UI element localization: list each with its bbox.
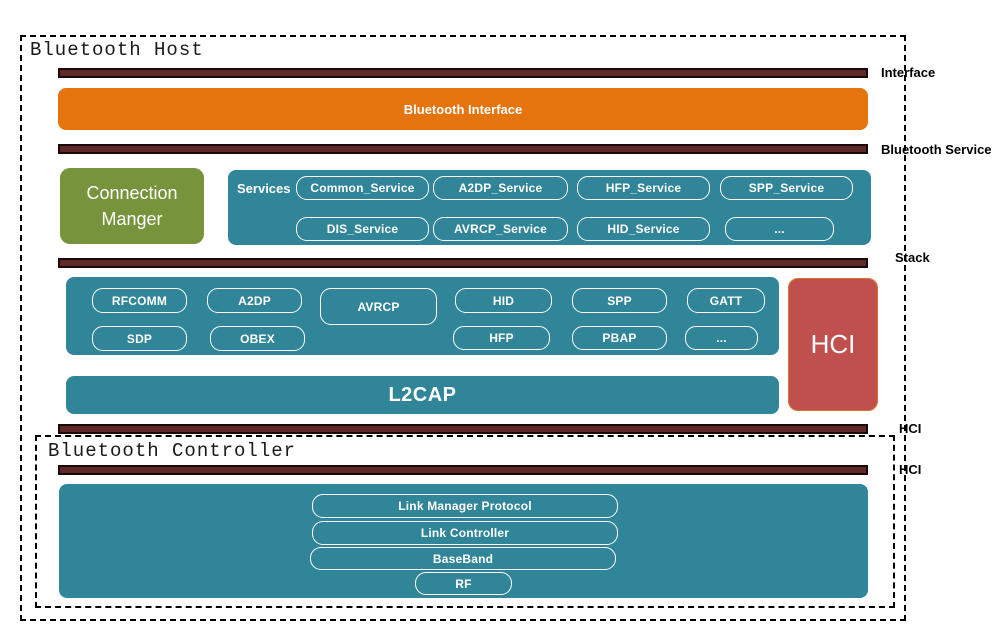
protocol-pill-avrcp: AVRCP xyxy=(320,288,437,325)
hci-bus-bar-host xyxy=(58,424,868,434)
connection-manager-box: Connection Manger xyxy=(60,168,204,244)
bluetooth-service-bus-bar xyxy=(58,144,868,154)
bluetooth-controller-title: Bluetooth Controller xyxy=(48,440,297,462)
controller-layer-rf: RF xyxy=(415,572,512,595)
service-pill-more: ... xyxy=(725,217,834,241)
service-pill-common: Common_Service xyxy=(296,176,429,200)
stack-panel: RFCOMM A2DP AVRCP HID SPP GATT SDP OBEX … xyxy=(66,277,779,355)
protocol-pill-sdp: SDP xyxy=(92,326,187,351)
protocol-pill-hid: HID xyxy=(455,288,552,313)
side-label-bluetooth-service: Bluetooth Service xyxy=(881,142,992,157)
protocol-pill-rfcomm: RFCOMM xyxy=(92,288,187,313)
protocol-pill-a2dp: A2DP xyxy=(207,288,302,313)
service-pill-dis: DIS_Service xyxy=(296,217,429,241)
side-label-interface: Interface xyxy=(881,65,936,80)
side-label-stack: Stack xyxy=(895,250,930,265)
service-pill-hid: HID_Service xyxy=(577,217,710,241)
protocol-pill-more: ... xyxy=(685,326,758,350)
l2cap-bar: L2CAP xyxy=(66,376,779,414)
protocol-pill-gatt: GATT xyxy=(687,288,765,313)
bluetooth-host-title: Bluetooth Host xyxy=(30,39,204,61)
bluetooth-interface-bar: Bluetooth Interface xyxy=(58,88,868,130)
service-pill-avrcp: AVRCP_Service xyxy=(433,217,568,241)
controller-layer-link-controller: Link Controller xyxy=(312,521,618,545)
stack-bus-bar xyxy=(58,258,868,268)
protocol-pill-pbap: PBAP xyxy=(572,326,667,350)
bluetooth-host-boundary xyxy=(20,35,906,621)
hci-box: HCI xyxy=(788,278,878,411)
hci-bus-bar-controller xyxy=(58,465,868,475)
services-label: Services xyxy=(237,181,291,196)
protocol-pill-hfp: HFP xyxy=(453,326,550,350)
protocol-pill-spp: SPP xyxy=(572,288,667,313)
service-pill-hfp: HFP_Service xyxy=(577,176,710,200)
interface-bus-bar xyxy=(58,68,868,78)
service-pill-a2dp: A2DP_Service xyxy=(433,176,568,200)
controller-layer-link-manager-protocol: Link Manager Protocol xyxy=(312,494,618,518)
protocol-pill-obex: OBEX xyxy=(210,326,305,351)
services-panel: Services Common_Service A2DP_Service HFP… xyxy=(228,170,871,245)
side-label-hci-controller: HCI xyxy=(899,462,922,477)
side-label-hci-host: HCI xyxy=(899,421,922,436)
service-pill-spp: SPP_Service xyxy=(720,176,853,200)
bluetooth-controller-boundary xyxy=(35,435,895,608)
controller-layer-baseband: BaseBand xyxy=(310,547,616,570)
controller-panel: Link Manager Protocol Link Controller Ba… xyxy=(59,484,868,598)
